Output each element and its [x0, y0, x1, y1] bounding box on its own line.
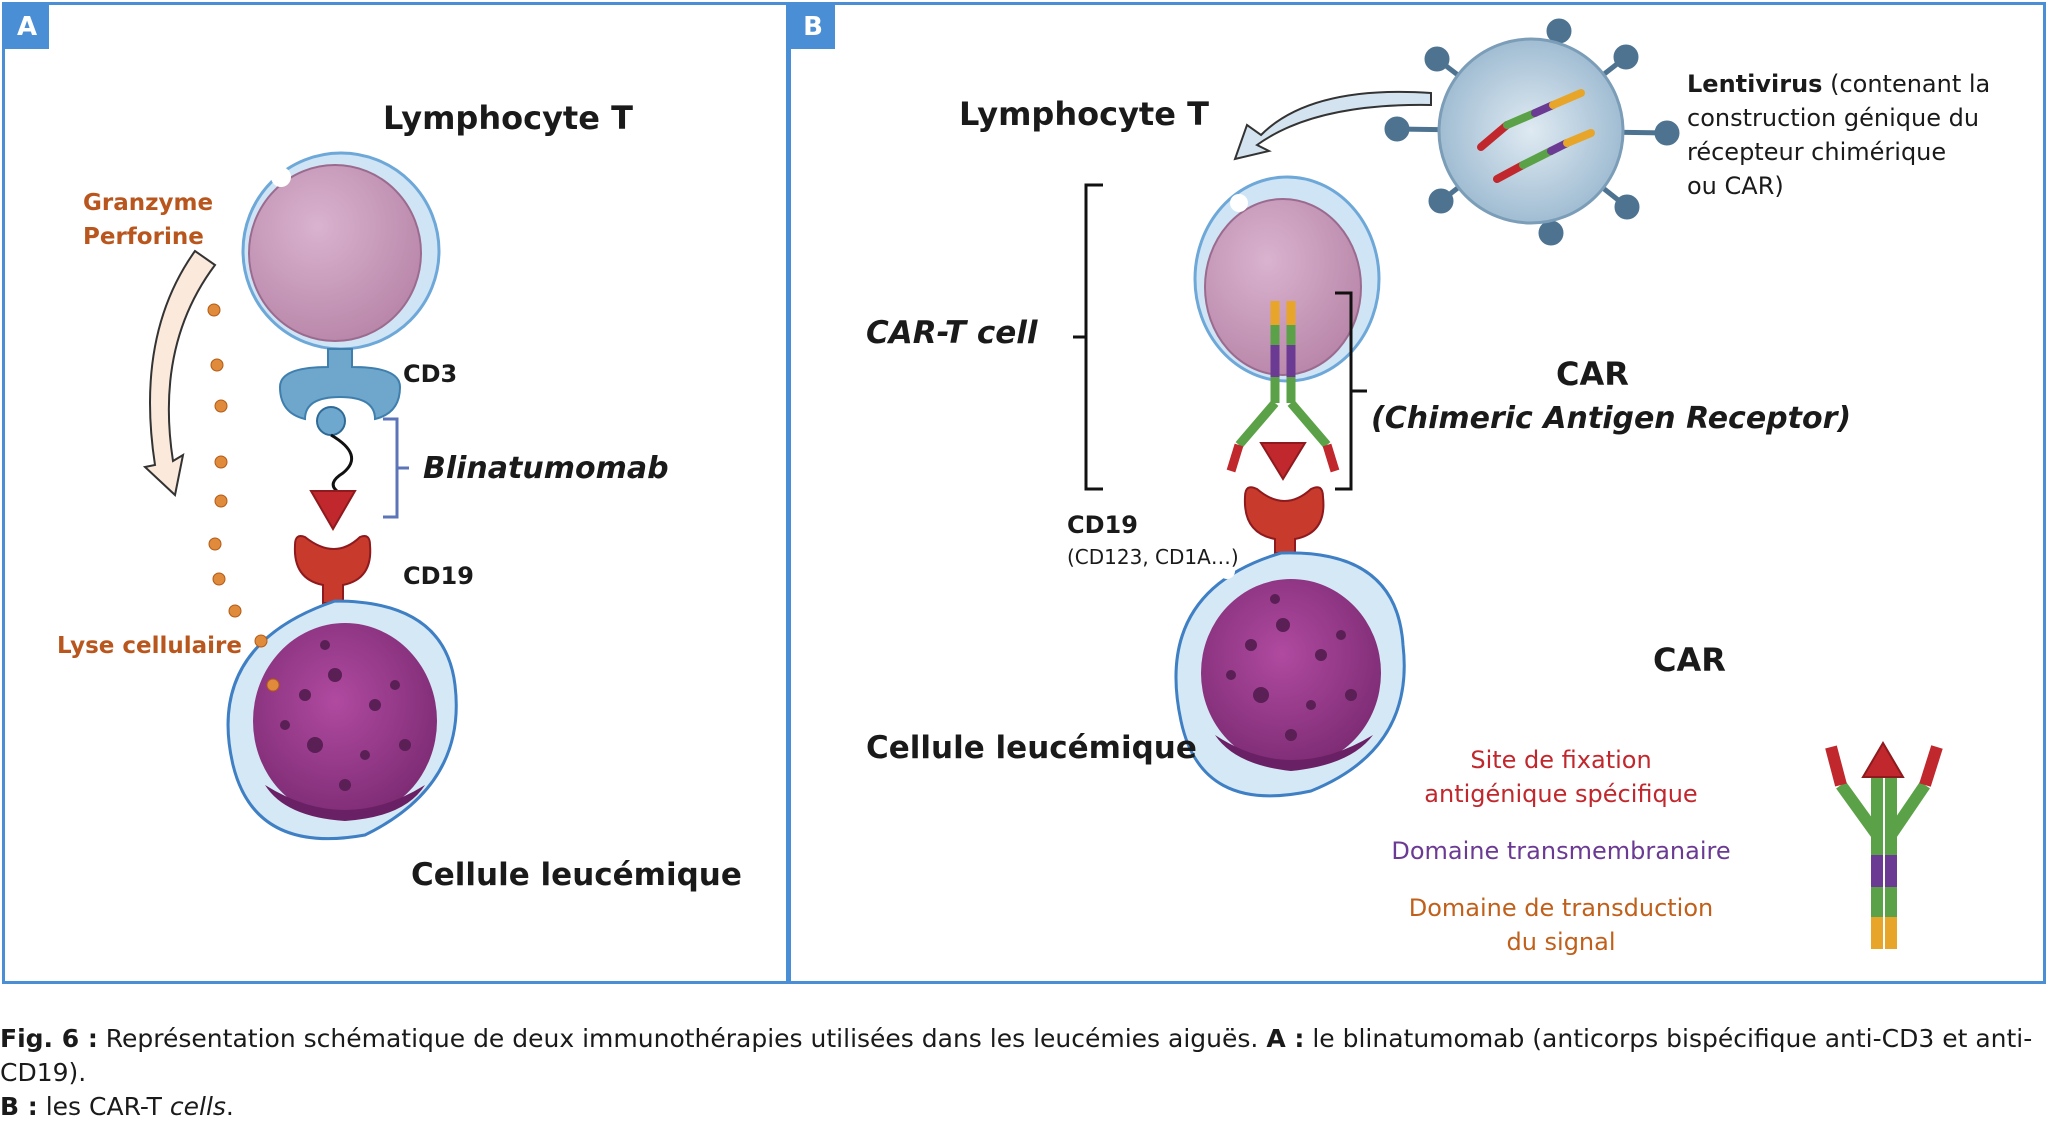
caption-text-3: les CAR-T — [37, 1092, 170, 1121]
cd3-label: CD3 — [403, 360, 458, 388]
cd19-label-a: CD19 — [403, 562, 474, 590]
lyse-label: Lyse cellulaire — [57, 633, 242, 659]
leukemic-cell-b — [1174, 551, 1406, 798]
lentivirus-bold: Lentivirus — [1687, 70, 1823, 98]
blinatumomab-label: Blinatumomab — [423, 451, 669, 486]
leukemic-cell-label-b: Cellule leucémique — [866, 730, 1197, 766]
car-t-cell-label: CAR-T cell — [866, 315, 1038, 351]
panel-b: B — [788, 2, 2046, 984]
panel-a: A — [2, 2, 789, 984]
car-t-bracket — [1073, 183, 1103, 491]
caption-text-2: le blinatumomab (anticorps bispécifique … — [0, 1024, 2033, 1087]
transduction-arrow — [1233, 90, 1432, 161]
blinatumomab-bracket — [383, 417, 399, 519]
leukemic-cell-a — [226, 599, 458, 841]
lentivirus-line-2: construction génique du — [1687, 104, 1980, 132]
lentivirus — [1384, 18, 1680, 246]
car-bound-antigen — [1259, 442, 1307, 481]
car-legend-icon — [1825, 745, 1943, 949]
car-legend-antigen — [1861, 741, 1905, 778]
car-t-diagram — [1073, 18, 1943, 949]
caption-text-1: Représentation schématique de deux immun… — [97, 1024, 1267, 1053]
car-legend-title: CAR — [1653, 641, 1726, 679]
blinatumomab-cd3-binder — [316, 406, 346, 436]
car-t-cell — [1193, 175, 1381, 383]
granzyme-label: Granzyme — [83, 190, 214, 216]
legend-transduction-line-2: du signal — [1506, 928, 1616, 956]
car-full-label: (Chimeric Antigen Receptor) — [1371, 401, 1852, 436]
car-label: CAR — [1556, 355, 1629, 393]
lentivirus-line-3: récepteur chimérique — [1687, 138, 1947, 166]
caption-cells: cells — [169, 1092, 226, 1121]
caption-end: . — [225, 1092, 234, 1121]
blinatumomab-cd19-binder — [309, 490, 357, 531]
granzyme-arrow — [142, 249, 217, 497]
t-cell-a — [241, 151, 441, 351]
blinatumomab-diagram — [142, 151, 458, 841]
legend-site-line-2: antigénique spécifique — [1424, 780, 1698, 808]
caption-b: B : — [0, 1092, 38, 1121]
legend-site: Site de fixation antigénique spécifique — [1311, 743, 1811, 811]
legend-transduction: Domaine de transduction du signal — [1311, 891, 1811, 959]
legend-site-line-1: Site de fixation — [1470, 746, 1652, 774]
legend-transmembrane: Domaine transmembranaire — [1391, 837, 1731, 865]
cd19-receptor-a — [293, 535, 372, 604]
t-cell-label-a: Lymphocyte T — [383, 99, 633, 137]
lentivirus-line-4: ou CAR) — [1687, 172, 1784, 200]
leukemic-cell-label-a: Cellule leucémique — [411, 857, 742, 893]
car-receptor — [1226, 301, 1340, 473]
lentivirus-label: Lentivirus (contenant la construction gé… — [1687, 67, 1990, 203]
car-bracket — [1335, 291, 1367, 491]
cd19-sub-label: (CD123, CD1A…) — [1067, 545, 1239, 569]
cd19-label-b: CD19 — [1067, 511, 1138, 539]
lentivirus-line-1: (contenant la — [1830, 70, 1991, 98]
t-cell-label-b: Lymphocyte T — [959, 95, 1209, 133]
legend-transduction-line-1: Domaine de transduction — [1408, 894, 1714, 922]
cd3-receptor — [278, 348, 402, 421]
caption-fig: Fig. 6 : — [0, 1024, 98, 1053]
perforine-label: Perforine — [83, 224, 204, 250]
blinatumomab-linker — [330, 433, 354, 493]
panel-a-label: A — [5, 5, 49, 49]
granzyme-granules — [207, 303, 280, 692]
panel-b-label: B — [791, 5, 835, 49]
caption-a: A : — [1266, 1024, 1305, 1053]
figure-caption: Fig. 6 : Représentation schématique de d… — [0, 1022, 2048, 1124]
cd19-receptor-b — [1243, 486, 1325, 554]
